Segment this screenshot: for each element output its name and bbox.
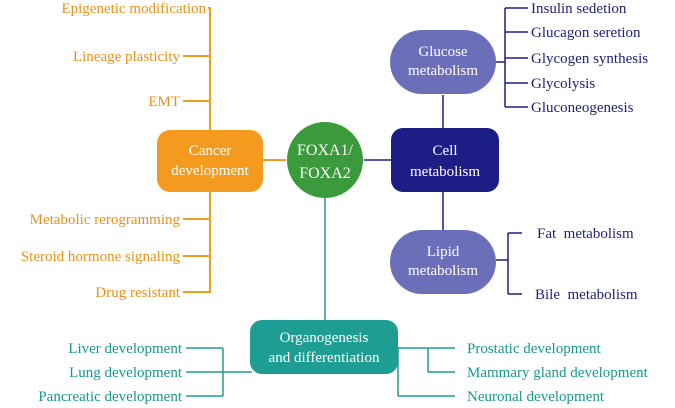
organo-item-left: Liver development <box>68 341 183 357</box>
lipid-node: Lipid metabolism <box>390 230 496 294</box>
cancer-node: Cancer development <box>157 130 263 192</box>
organo-item-left: Pancreatic development <box>38 389 183 405</box>
cell-connectors <box>442 7 528 295</box>
cancer-label-1: Cancer <box>189 143 231 159</box>
cell-node: Cell metabolism <box>391 128 499 192</box>
cancer-item: Epigenetic modification <box>61 1 206 17</box>
organo-item-left: Lung development <box>69 365 183 381</box>
cancer-items: Epigenetic modification Lineage plastici… <box>21 1 207 301</box>
glucose-item: Glycogen synthesis <box>531 51 648 67</box>
organo-item-right: Mammary gland development <box>467 365 649 381</box>
cancer-item: EMT <box>148 94 180 110</box>
cancer-item: Drug resistant <box>95 285 180 301</box>
organo-node: Organogenesis and differentiation <box>250 320 398 374</box>
organo-item-right: Prostatic development <box>467 341 602 357</box>
glucose-item: Glycolysis <box>531 76 595 92</box>
cancer-item: Lineage plasticity <box>73 49 181 65</box>
glucose-item: Glucagon seretion <box>531 25 641 41</box>
cancer-label-2: development <box>171 163 249 179</box>
glucose-items: Insulin sedetion Glucagon seretion Glyco… <box>531 1 648 116</box>
center-connectors <box>324 159 392 320</box>
glucose-label-1: Glucose <box>418 44 467 60</box>
lipid-label-2: metabolism <box>408 263 478 279</box>
organo-items: Liver development Lung development Pancr… <box>38 341 648 405</box>
glucose-item: Gluconeogenesis <box>531 100 634 116</box>
glucose-item: Insulin sedetion <box>531 1 627 17</box>
center-node: FOXA1/ FOXA2 <box>287 122 363 198</box>
lipid-label-1: Lipid <box>427 244 460 260</box>
cancer-item: Steroid hormone signaling <box>21 249 181 265</box>
glucose-label-2: metabolism <box>408 63 478 79</box>
organo-label-2: and differentiation <box>269 350 380 366</box>
center-label-2: FOXA2 <box>299 165 351 182</box>
cancer-connectors <box>183 7 286 293</box>
cell-label-2: metabolism <box>410 164 480 180</box>
cancer-item: Metabolic rerogramming <box>30 212 181 228</box>
glucose-node: Glucose metabolism <box>390 30 496 94</box>
organo-label-1: Organogenesis <box>280 330 369 346</box>
lipid-item: Bile metabolism <box>535 287 638 303</box>
organo-item-right: Neuronal development <box>467 389 605 405</box>
lipid-items: Fat metabolism Bile metabolism <box>535 226 638 303</box>
cell-label-1: Cell <box>433 143 458 159</box>
lipid-item: Fat metabolism <box>537 226 634 242</box>
center-label-1: FOXA1/ <box>297 142 354 159</box>
